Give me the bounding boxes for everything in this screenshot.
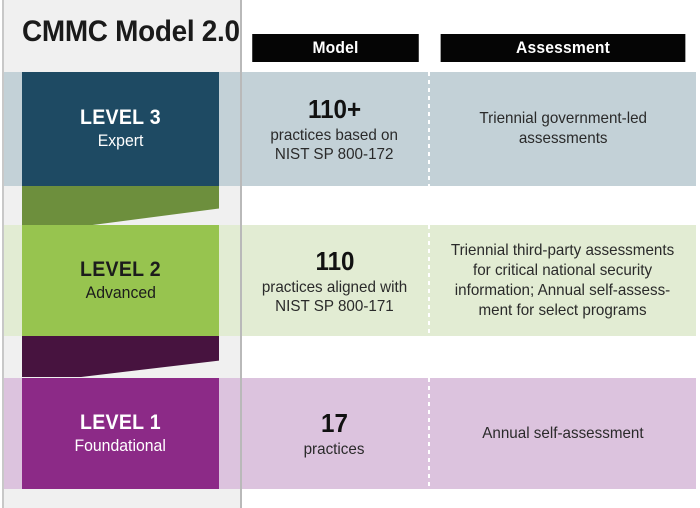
model-cell-level2: 110 practices aligned with NIST SP 800-1… (241, 225, 428, 336)
level-block-level3: LEVEL 3 Expert (22, 72, 219, 186)
model-text-level2: practices aligned with NIST SP 800-171 (261, 278, 408, 315)
cell-divider-level1 (428, 378, 430, 489)
assessment-cell-level2: Triennial third-party assessments for cr… (430, 225, 696, 336)
level-name-level3: LEVEL 3 (80, 106, 161, 129)
model-count-level3: 110+ (307, 94, 362, 124)
model-text-level1: practices (304, 441, 365, 458)
page-title: CMMC Model 2.0 (22, 15, 240, 48)
cell-divider-level2 (428, 225, 430, 336)
assessment-cell-level1: Annual self-assessment (430, 378, 696, 489)
assessment-text-level2: Triennial third-party assessments for cr… (451, 241, 675, 319)
model-text-level3: practices based on NIST SP 800-172 (270, 127, 399, 163)
column-header-model: Model (252, 34, 419, 62)
level-subtitle-level2: Advanced (85, 282, 156, 302)
panel-left-edge (2, 0, 4, 508)
model-cell-level1: 17 practices (241, 378, 428, 489)
model-count-level1: 17 (321, 408, 348, 438)
cell-divider-level3 (428, 72, 430, 186)
model-count-level2: 110 (314, 245, 355, 276)
level-subtitle-level3: Expert (97, 131, 144, 150)
level-subtitle-level1: Foundational (74, 435, 167, 455)
assessment-text-level1: Annual self-assessment (482, 424, 644, 442)
assessment-cell-level3: Triennial government-led assessments (430, 72, 696, 186)
model-cell-level3: 110+ practices based on NIST SP 800-172 (241, 72, 428, 186)
panel-divider (240, 0, 242, 508)
level-block-level2: LEVEL 2 Advanced (22, 225, 219, 336)
column-header-assessment: Assessment (440, 34, 686, 62)
assessment-text-level3: Triennial government-led assessments (479, 110, 647, 147)
level-name-level2: LEVEL 2 (80, 257, 161, 281)
level-name-level1: LEVEL 1 (80, 410, 161, 434)
level-block-level1: LEVEL 1 Foundational (22, 378, 219, 489)
